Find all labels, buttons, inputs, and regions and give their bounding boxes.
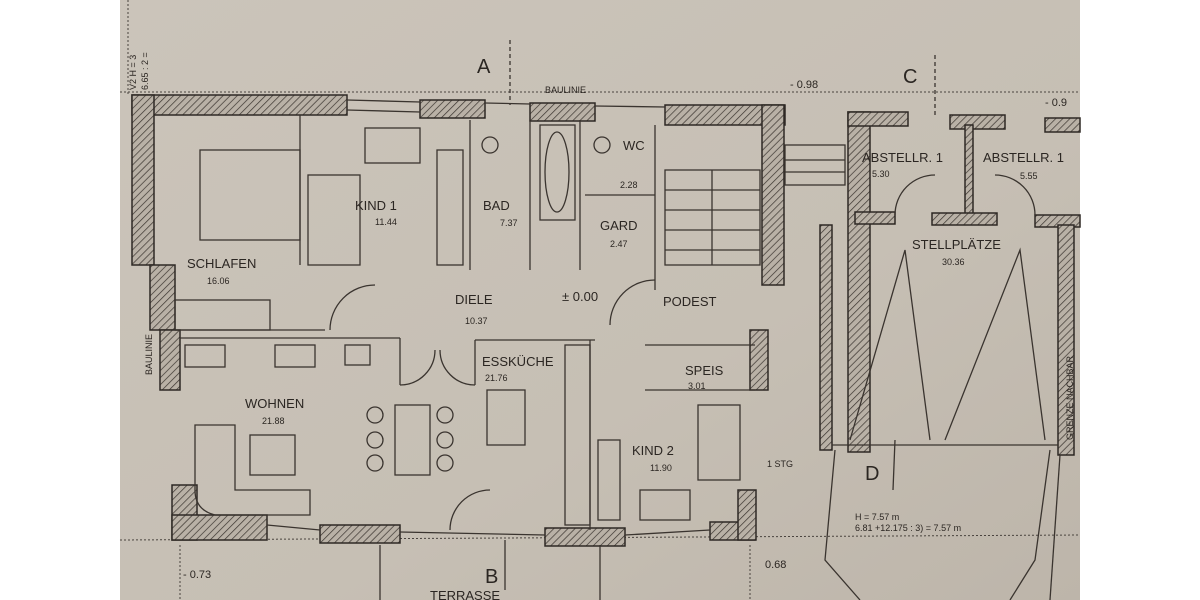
room-area: 11.90 [650,463,672,473]
room-name: KIND 2 [632,443,674,458]
height-note-2: 6.81 +12.175 : 3) = 7.57 m [855,523,961,533]
level-bottom-left: - 0.73 [183,569,211,581]
room-name: KIND 1 [355,198,397,213]
level-bottom-mid: 0.68 [765,559,786,571]
stair-label: 1 STG [767,459,793,469]
main-house-walls [131,94,846,547]
grenze-label: GRENZE NACHBAR [1065,355,1075,440]
section-a-marker: A [477,56,491,78]
garage-walls [819,111,1081,600]
room-name: DIELE [455,292,493,307]
room-area: 3.01 [688,381,706,391]
room-name: ABSTELLR. 1 [862,150,943,165]
room-area: 21.88 [262,416,285,426]
room-area: 16.06 [207,276,230,286]
section-c-marker: C [903,66,917,88]
top-note: V2 H = 3 6.65 : 2 = [128,52,150,90]
furniture [174,124,741,526]
room-area: 5.30 [872,169,890,179]
room-name: PODEST [663,294,717,309]
room-area: 21.76 [485,373,508,383]
room-area: 2.28 [620,180,638,190]
room-name: BAD [483,198,510,213]
room-name: ABSTELLR. 1 [983,150,1064,165]
baulinie-top-label: BAULINIE [545,85,586,95]
room-name: SCHLAFEN [187,256,256,271]
room-name: WOHNEN [245,396,304,411]
baulinie-left-label: BAULINIE [144,334,154,375]
room-name: ESSKÜCHE [482,354,554,369]
note-line-2: 6.65 : 2 = [140,52,150,90]
room-area: 11.44 [375,217,397,227]
room-area: 7.37 [500,218,518,228]
note-line-1: V2 H = 3 [128,55,138,90]
section-b-marker: B [485,566,498,588]
level-top-right: - 0.9 [1045,97,1067,109]
height-note-1: H = 7.57 m [855,512,899,522]
room-name: WC [623,138,645,153]
room-labels: KIND 1 11.44 BAD 7.37 WC 2.28 GARD 2.47 … [187,138,1064,473]
staircase [664,144,846,266]
section-d-marker: D [865,463,879,485]
terrasse-label: TERRASSE [430,588,500,600]
room-name: SPEIS [685,363,724,378]
room-name: GARD [600,218,638,233]
level-top-mid: - 0.98 [790,79,818,91]
floor-level: ± 0.00 [562,289,598,304]
room-area: 5.55 [1020,171,1038,181]
room-name: STELLPLÄTZE [912,237,1001,252]
room-area: 10.37 [465,316,488,326]
room-area: 30.36 [942,257,965,267]
room-area: 2.47 [610,239,628,249]
